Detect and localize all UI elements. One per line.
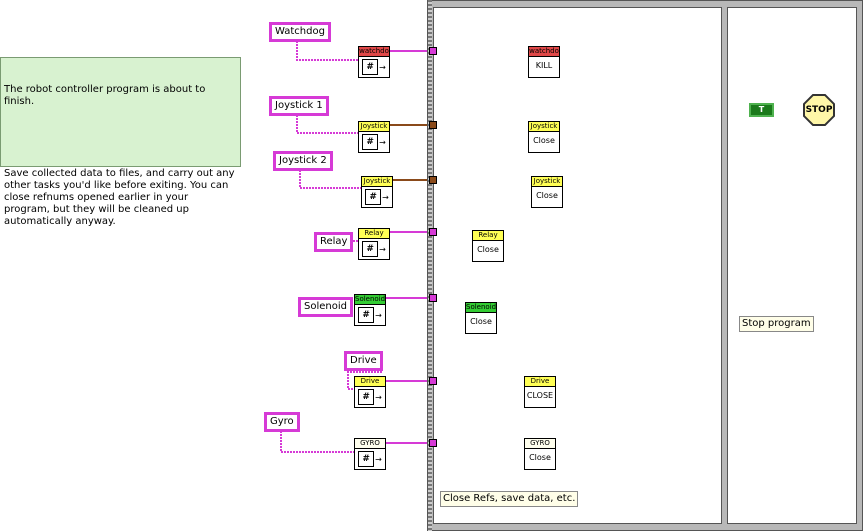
vi-header: Relay: [359, 229, 389, 239]
wire-gyro-in: [280, 428, 354, 453]
close-vi-joystick2[interactable]: Joystick Close: [531, 176, 563, 208]
vi-header: Drive: [355, 377, 385, 387]
arrow-icon: →: [375, 454, 382, 464]
close-vi-body: Close: [529, 453, 551, 462]
ref-label-joystick1[interactable]: Joystick 1: [269, 96, 329, 116]
frame-1-label: Close Refs, save data, etc.: [440, 491, 579, 507]
get-ref-vi-joystick2[interactable]: Joystick #→: [361, 176, 393, 208]
stop-function[interactable]: STOP: [803, 94, 835, 126]
vi-header: Solenoid: [355, 295, 385, 305]
ref-label-drive[interactable]: Drive: [344, 351, 383, 371]
close-vi-header: Solenoid: [466, 303, 496, 313]
stop-text: STOP: [805, 105, 833, 115]
close-vi-body: KILL: [535, 61, 553, 70]
tunnel-gyro: [429, 439, 437, 447]
tunnel-relay: [429, 228, 437, 236]
true-constant[interactable]: T: [749, 103, 774, 117]
wire-watchdog-in: [296, 38, 358, 61]
close-vi-body: CLOSE: [526, 391, 554, 400]
close-vi-header: watchdo: [529, 47, 559, 57]
arrow-icon: →: [382, 192, 389, 202]
arrow-icon: →: [375, 392, 382, 402]
frame-2-label: Stop program: [739, 316, 814, 332]
refnum-glyph-icon: #: [358, 389, 375, 405]
get-ref-vi-drive[interactable]: Drive #→: [354, 376, 386, 408]
wire-joystick1-in: [296, 112, 358, 134]
close-vi-body: Close: [470, 317, 492, 326]
ref-label-watchdog[interactable]: Watchdog: [269, 22, 331, 42]
close-vi-relay[interactable]: Relay Close: [472, 230, 504, 262]
arrow-icon: →: [379, 62, 386, 72]
close-vi-watchdog[interactable]: watchdo KILL: [528, 46, 560, 78]
close-vi-drive[interactable]: Drive CLOSE: [524, 376, 556, 408]
tunnel-solenoid: [429, 294, 437, 302]
get-ref-vi-solenoid[interactable]: Solenoid #→: [354, 294, 386, 326]
close-vi-gyro[interactable]: GYRO Close: [524, 438, 556, 470]
wire-joystick2-in: [299, 167, 361, 189]
refnum-glyph-icon: #: [365, 189, 382, 205]
tunnel-watchdog: [429, 47, 437, 55]
close-vi-body: Close: [477, 245, 499, 254]
vi-header: Joystick: [362, 177, 392, 187]
arrow-icon: →: [375, 310, 382, 320]
close-vi-header: Joystick: [529, 122, 559, 132]
close-vi-joystick1[interactable]: Joystick Close: [528, 121, 560, 153]
sequence-frame-2: [727, 7, 857, 524]
ref-label-solenoid[interactable]: Solenoid: [298, 297, 353, 317]
ref-label-gyro[interactable]: Gyro: [264, 412, 300, 432]
arrow-icon: →: [379, 244, 386, 254]
close-vi-header: Joystick: [532, 177, 562, 187]
get-ref-vi-relay[interactable]: Relay #→: [358, 228, 390, 260]
true-constant-label: T: [758, 105, 765, 114]
close-vi-header: Relay: [473, 231, 503, 241]
refnum-glyph-icon: #: [362, 241, 379, 257]
refnum-glyph-icon: #: [358, 451, 375, 467]
refnum-glyph-icon: #: [362, 59, 379, 75]
vi-header: watchdo: [359, 47, 389, 57]
arrow-icon: →: [379, 137, 386, 147]
tunnel-drive: [429, 377, 437, 385]
close-vi-solenoid[interactable]: Solenoid Close: [465, 302, 497, 334]
close-vi-body: Close: [536, 191, 558, 200]
program-comment: The robot controller program is about to…: [0, 57, 241, 227]
close-vi-body: Close: [533, 136, 555, 145]
tunnel-joystick1: [429, 121, 437, 129]
stop-icon: STOP: [805, 96, 833, 124]
vi-header: Joystick: [359, 122, 389, 132]
ref-label-joystick2[interactable]: Joystick 2: [273, 151, 333, 171]
get-ref-vi-joystick1[interactable]: Joystick #→: [358, 121, 390, 153]
close-vi-header: GYRO: [525, 439, 555, 449]
refnum-glyph-icon: #: [362, 134, 379, 150]
tunnel-joystick2: [429, 176, 437, 184]
ref-label-relay[interactable]: Relay: [314, 232, 354, 252]
sequence-left-edge: [428, 0, 432, 531]
comment-line-2: Save collected data to files, and carry …: [4, 168, 238, 227]
get-ref-vi-gyro[interactable]: GYRO #→: [354, 438, 386, 470]
vi-header: GYRO: [355, 439, 385, 449]
refnum-glyph-icon: #: [358, 307, 375, 323]
comment-line-1: The robot controller program is about to…: [4, 84, 209, 107]
get-ref-vi-watchdog[interactable]: watchdo #→: [358, 46, 390, 78]
sequence-frame-1: [433, 7, 722, 524]
close-vi-header: Drive: [525, 377, 555, 387]
